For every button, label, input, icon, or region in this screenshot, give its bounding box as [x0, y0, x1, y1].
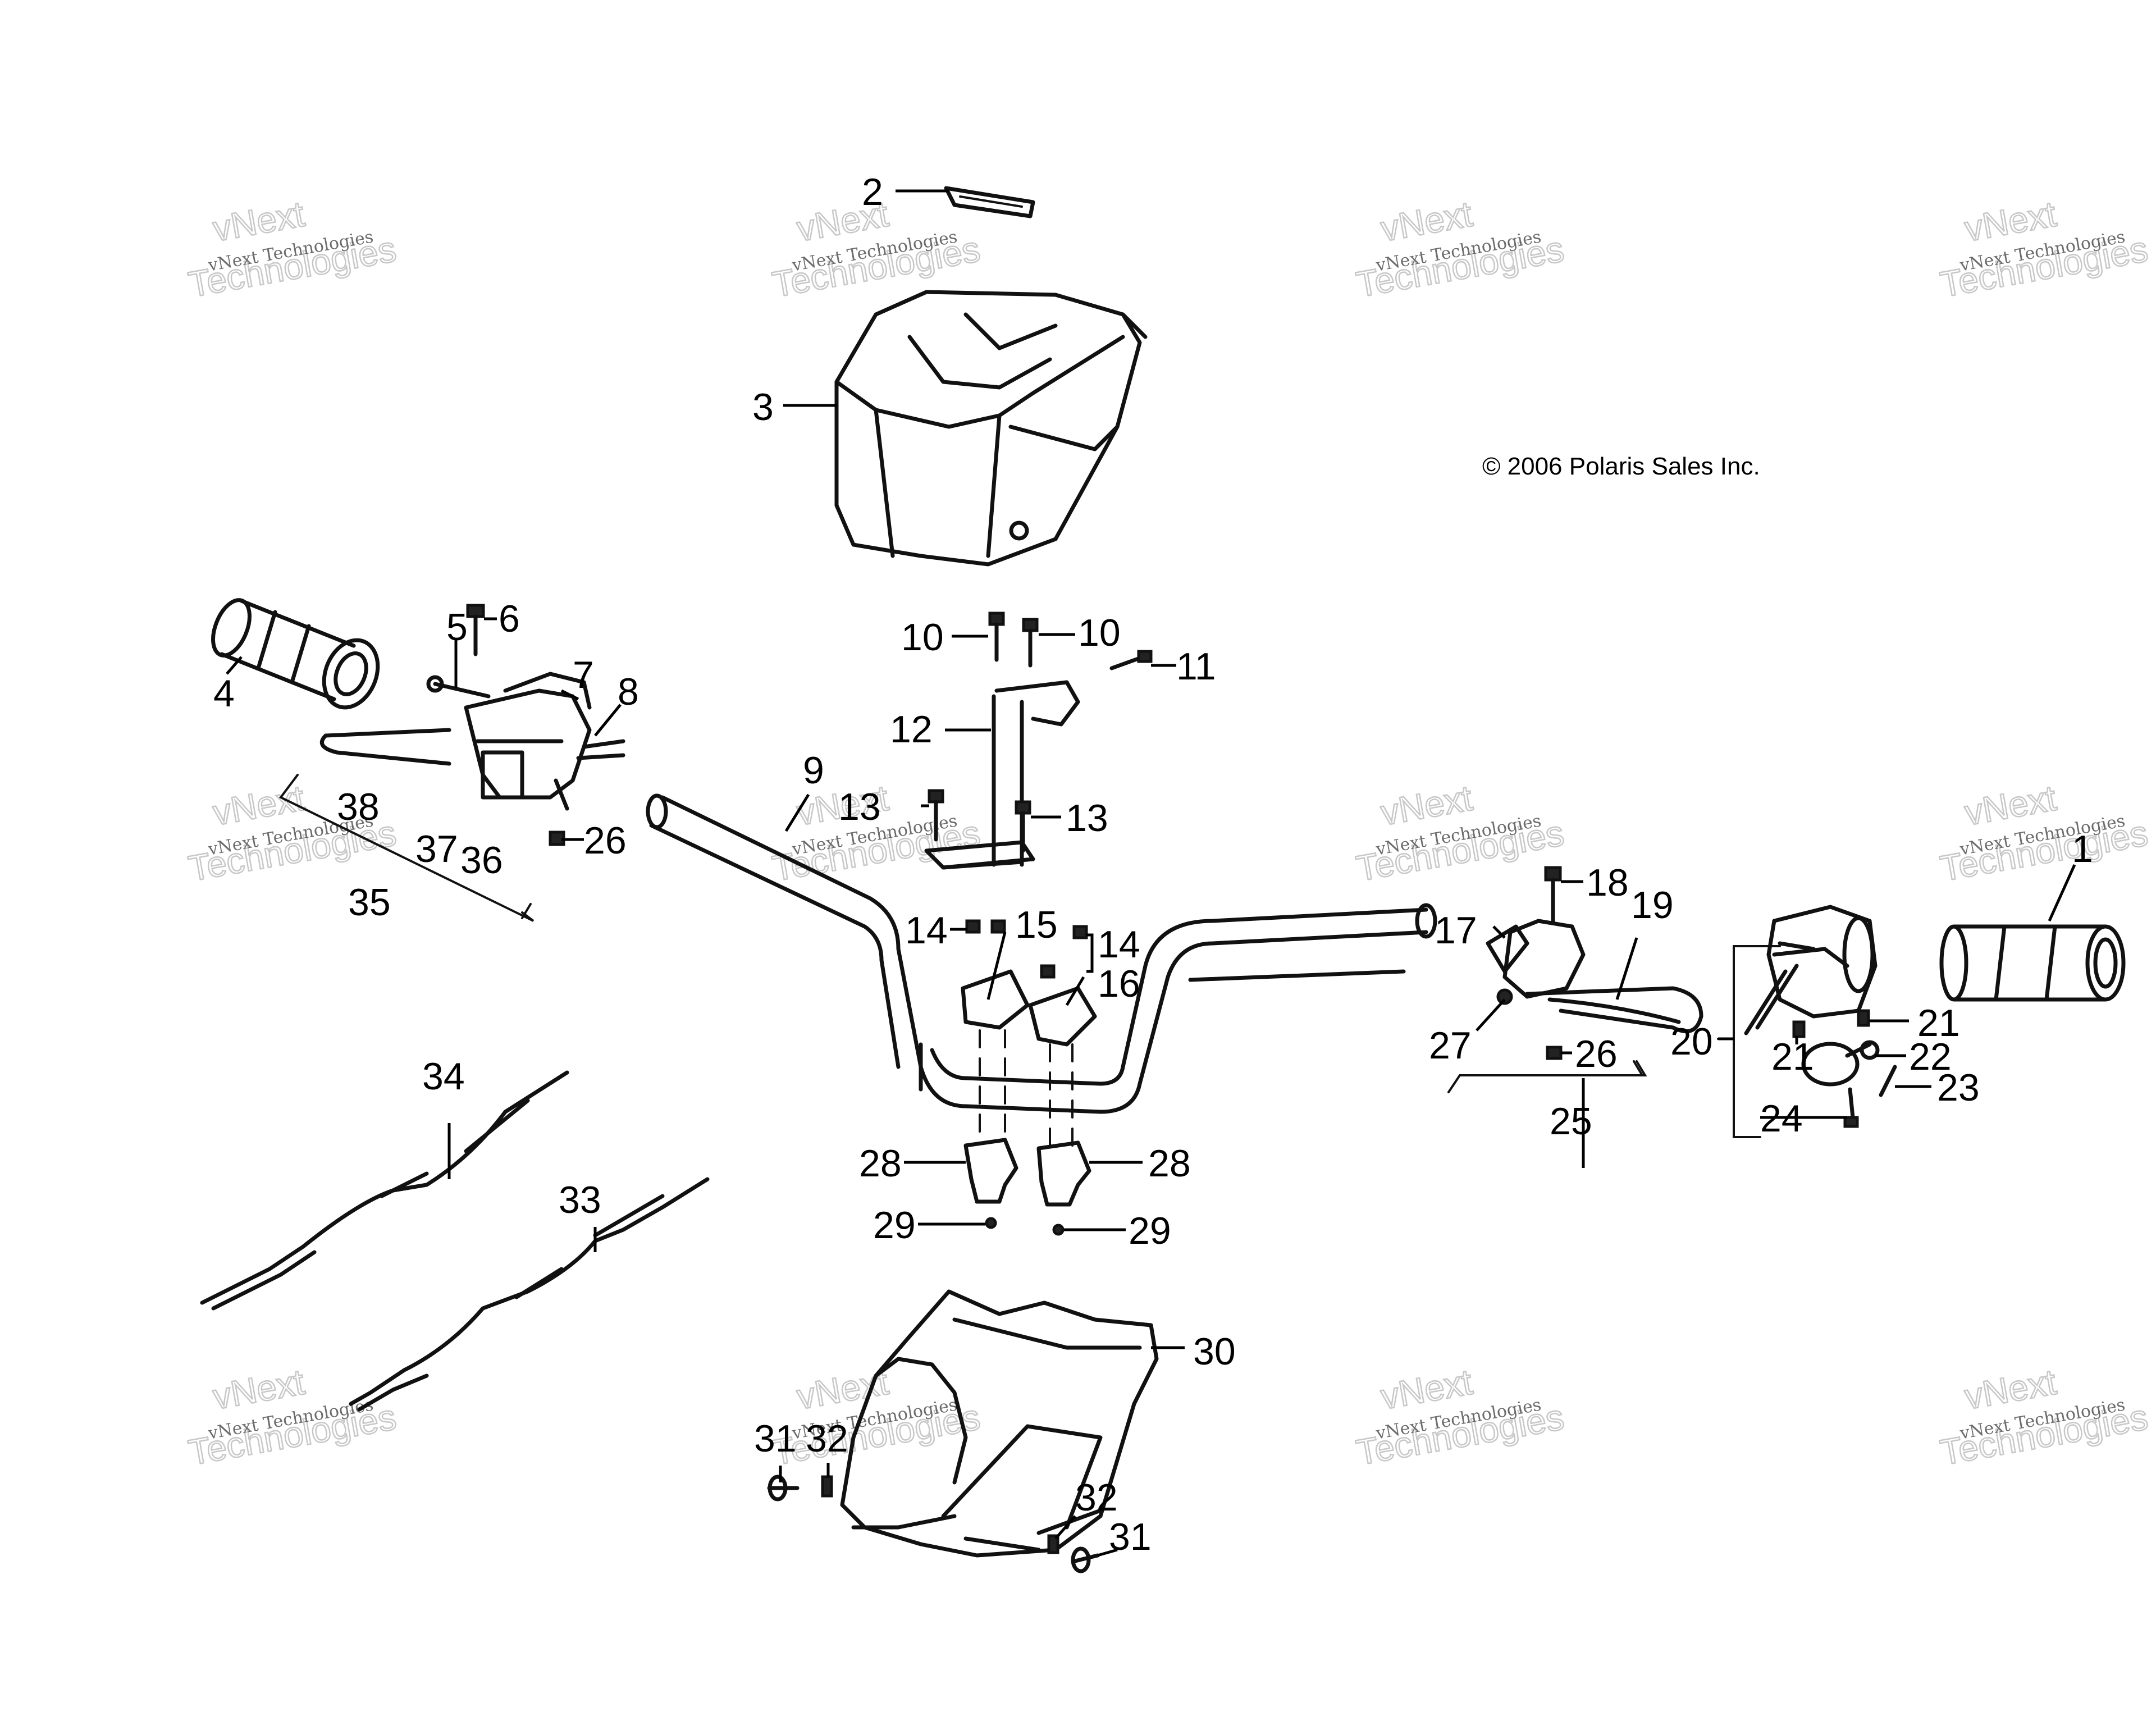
clamp-assembly — [961, 919, 1097, 1236]
watermark: vNext Technologies vNext Technologies — [1353, 1361, 1568, 1473]
callout-36: 36 — [460, 839, 503, 882]
stem-assembly — [924, 611, 1153, 870]
callout-31a: 31 — [754, 1417, 797, 1460]
callout-21a: 21 — [1771, 1035, 1814, 1078]
watermark: vNext Technologies vNext Technologies — [1936, 1361, 2152, 1473]
callout-6: 6 — [499, 597, 520, 640]
part-4-left-grip — [211, 598, 380, 710]
callout-19: 19 — [1631, 884, 1674, 927]
callout-16: 16 — [1098, 962, 1140, 1005]
callout-32a: 32 — [806, 1417, 848, 1460]
callout-15: 15 — [1015, 903, 1058, 946]
callout-17: 17 — [1435, 909, 1477, 952]
callout-31b: 31 — [1109, 1516, 1152, 1558]
callout-29b: 29 — [1129, 1210, 1171, 1252]
callout-28b: 28 — [1148, 1142, 1191, 1185]
callout-13a: 13 — [838, 786, 881, 828]
callout-26a: 26 — [584, 819, 627, 862]
callout-7: 7 — [573, 654, 594, 696]
callout-27: 27 — [1429, 1024, 1472, 1067]
callout-2: 2 — [862, 171, 883, 213]
callout-35: 35 — [348, 881, 391, 924]
callout-3: 3 — [752, 386, 774, 428]
callout-23: 23 — [1937, 1066, 1980, 1109]
watermark: vNext Technologies vNext Technologies — [1353, 193, 1568, 305]
callout-12: 12 — [890, 708, 933, 751]
part-1-right-grip — [1939, 924, 2126, 1002]
callout-1: 1 — [2072, 828, 2093, 870]
watermark: vNext Technologies vNext Technologies — [1936, 193, 2152, 305]
watermark: vNext Technologies vNext Technologies — [1353, 777, 1568, 889]
callout-9: 9 — [803, 749, 824, 792]
part-2-clip — [944, 186, 1035, 218]
watermark: vNext Technologies vNext Technologies — [1936, 777, 2152, 889]
callout-10b: 10 — [1078, 611, 1121, 654]
watermark: vNext Technologies vNext Technologies — [185, 1361, 400, 1473]
callout-10a: 10 — [901, 616, 944, 659]
callout-37: 37 — [415, 828, 458, 870]
watermark: vNext Technologies vNext Technologies — [185, 193, 400, 305]
part-3-pod-cover — [834, 290, 1148, 567]
part-9-handlebar — [646, 793, 1437, 1114]
watermarks: vNext Technologies vNext Technologies vN… — [185, 193, 2152, 1473]
left-master-cylinder — [319, 604, 625, 846]
callout-8: 8 — [618, 670, 639, 713]
callout-28a: 28 — [859, 1142, 902, 1185]
callout-26b: 26 — [1575, 1033, 1618, 1075]
leader-lines — [226, 189, 2076, 1557]
right-lever-assembly — [1486, 866, 1703, 1060]
part-30-lower-pod — [767, 1289, 1159, 1573]
callout-29a: 29 — [873, 1204, 916, 1247]
callout-30: 30 — [1193, 1330, 1236, 1373]
callout-4: 4 — [213, 672, 235, 715]
cables — [200, 1070, 710, 1412]
bracket-35 — [278, 774, 535, 922]
callout-32b: 32 — [1075, 1476, 1118, 1519]
callout-22: 22 — [1909, 1035, 1952, 1078]
callout-34: 34 — [422, 1055, 465, 1098]
callout-labels: 2 3 4 5 6 7 8 9 10 10 11 12 13 13 14 14 … — [213, 171, 2093, 1558]
bracket-25 — [1447, 1060, 1647, 1093]
callout-21b: 21 — [1917, 1002, 1960, 1044]
right-switch-housing — [1717, 905, 1897, 1138]
callout-25: 25 — [1550, 1100, 1592, 1143]
callout-5: 5 — [446, 606, 468, 649]
callout-11: 11 — [1176, 645, 1216, 688]
callout-18: 18 — [1586, 861, 1629, 904]
callout-20: 20 — [1670, 1020, 1713, 1063]
callout-38: 38 — [337, 786, 380, 828]
callout-14a: 14 — [905, 909, 948, 952]
callout-14b: 14 — [1098, 923, 1140, 966]
callout-13b: 13 — [1066, 797, 1108, 839]
callout-24: 24 — [1760, 1097, 1803, 1140]
copyright-notice: © 2006 Polaris Sales Inc. — [1482, 453, 1760, 480]
callout-33: 33 — [559, 1179, 601, 1221]
